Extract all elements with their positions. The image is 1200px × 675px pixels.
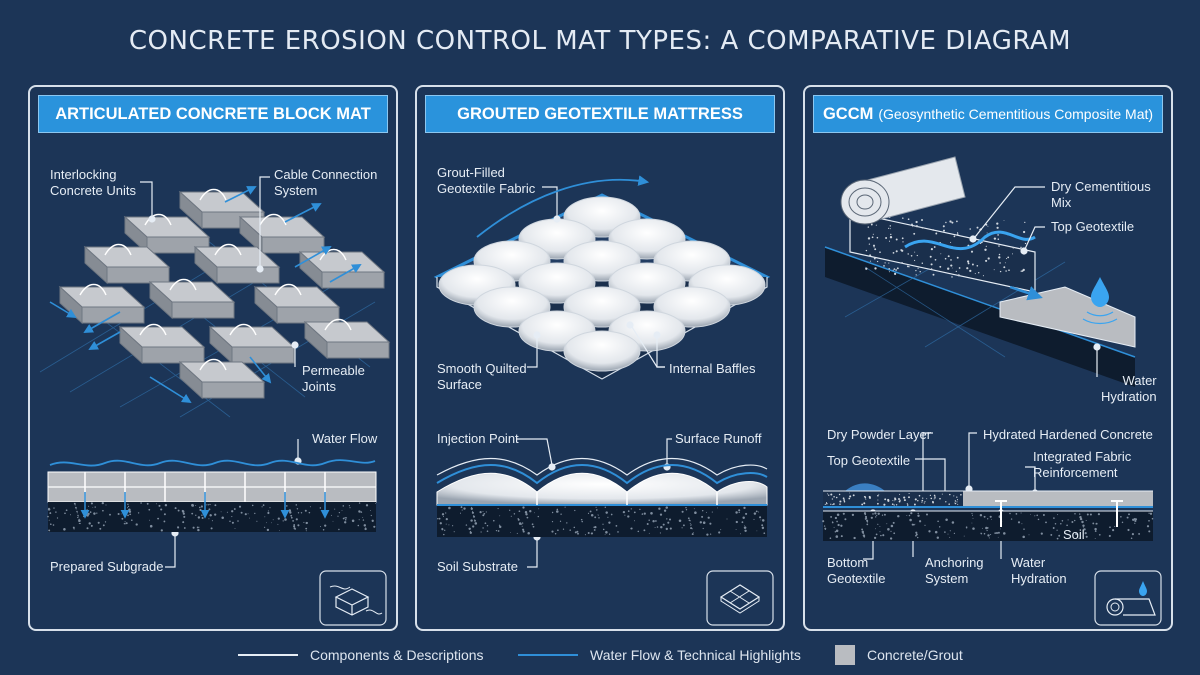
- legend-concrete: Concrete/Grout: [835, 642, 963, 668]
- legend-water-flow: Water Flow & Technical Highlights: [518, 642, 801, 668]
- water-flow-arrows: [49, 186, 362, 404]
- concrete-block: [118, 323, 206, 365]
- label-surface-runoff: Surface Runoff: [675, 431, 762, 446]
- panel-grouted-mattress: GROUTED GEOTEXTILE MATTRESS Grout-Filled…: [415, 85, 785, 631]
- panel3-heading-main: GCCM: [822, 104, 874, 123]
- quilted-mattress-icon: [706, 570, 774, 626]
- legend-label-components: Components & Descriptions: [310, 647, 484, 663]
- label-water-flow: Water Flow: [312, 431, 378, 446]
- concrete-block: [83, 243, 171, 285]
- gccm-illustration: [822, 156, 1162, 626]
- concrete-block: [58, 283, 146, 325]
- grouted-mattress-illustration: [433, 175, 774, 626]
- mattress-cross-section: [436, 458, 768, 537]
- concrete-block: [148, 278, 236, 320]
- block-cross-section: [47, 459, 377, 532]
- label-top-geotextile: Top Geotextile: [827, 453, 911, 468]
- concrete-block: [208, 323, 296, 365]
- label-dry-mix: Dry Cementitious Mix: [1051, 179, 1151, 210]
- page-title: CONCRETE EROSION CONTROL MAT TYPES: A CO…: [128, 26, 1072, 56]
- label-soil-substrate: Soil Substrate: [437, 559, 518, 574]
- label-soil: Soil: [1063, 527, 1085, 542]
- label-fabric-reinforcement: Integrated Fabric Reinforcement: [1033, 449, 1132, 480]
- label-water-hydration-top: Water Hydration: [1101, 373, 1157, 404]
- label-bottom-geotextile: Bottom Geotextile: [827, 555, 886, 586]
- label-top-geotextile-top: Top Geotextile: [1051, 219, 1135, 234]
- legend-blue-line: [518, 654, 578, 656]
- legend-white-line: [238, 654, 298, 656]
- label-dry-powder: Dry Powder Layer: [827, 427, 932, 442]
- panel1-heading: ARTICULATED CONCRETE BLOCK MAT: [38, 95, 388, 133]
- label-injection-point: Injection Point: [437, 431, 519, 446]
- label-prepared-subgrade: Prepared Subgrade: [50, 559, 164, 574]
- label-interlocking-units: Interlocking Concrete Units: [50, 167, 136, 198]
- articulated-block-illustration: [39, 176, 391, 626]
- panel3-heading: GCCM (Geosynthetic Cementitious Composit…: [813, 95, 1163, 133]
- gccm-roll: [840, 156, 966, 225]
- grout-pillow: [563, 330, 641, 372]
- concrete-blocks: [58, 188, 391, 400]
- label-smooth-surface: Smooth Quilted Surface: [437, 361, 527, 392]
- concrete-block: [178, 358, 266, 400]
- concrete-block: [298, 248, 386, 290]
- panel3-heading-sub: (Geosynthetic Cementitious Composite Mat…: [878, 106, 1154, 122]
- legend-concrete-swatch: [835, 645, 855, 665]
- legend-label-concrete: Concrete/Grout: [867, 647, 963, 663]
- label-cable-system: Cable Connection System: [274, 167, 378, 198]
- label-internal-baffles: Internal Baffles: [669, 361, 756, 376]
- label-hydrated-concrete: Hydrated Hardened Concrete: [983, 427, 1153, 442]
- concrete-block: [123, 213, 211, 255]
- label-anchoring-system: Anchoring System: [925, 555, 984, 586]
- panel2-heading: GROUTED GEOTEXTILE MATTRESS: [425, 95, 775, 133]
- panel-gccm: GCCM (Geosynthetic Cementitious Composit…: [803, 85, 1173, 631]
- legend-label-water-flow: Water Flow & Technical Highlights: [590, 647, 801, 663]
- label-water-hydration: Water Hydration: [1011, 555, 1067, 586]
- panel-articulated-block-mat: ARTICULATED CONCRETE BLOCK MAT Interlock…: [28, 85, 398, 631]
- concrete-block: [238, 213, 326, 255]
- concrete-block: [303, 318, 391, 360]
- legend-components: Components & Descriptions: [238, 642, 484, 668]
- rolled-mat-icon: [1094, 570, 1162, 626]
- concrete-block: [253, 283, 341, 325]
- gccm-cross-section: [822, 483, 1154, 541]
- grout-pillows: [438, 196, 766, 372]
- block-mat-icon: [319, 570, 387, 626]
- label-permeable-joints: Permeable Joints: [302, 363, 365, 394]
- label-grout-fabric: Grout-Filled Geotextile Fabric: [437, 165, 536, 196]
